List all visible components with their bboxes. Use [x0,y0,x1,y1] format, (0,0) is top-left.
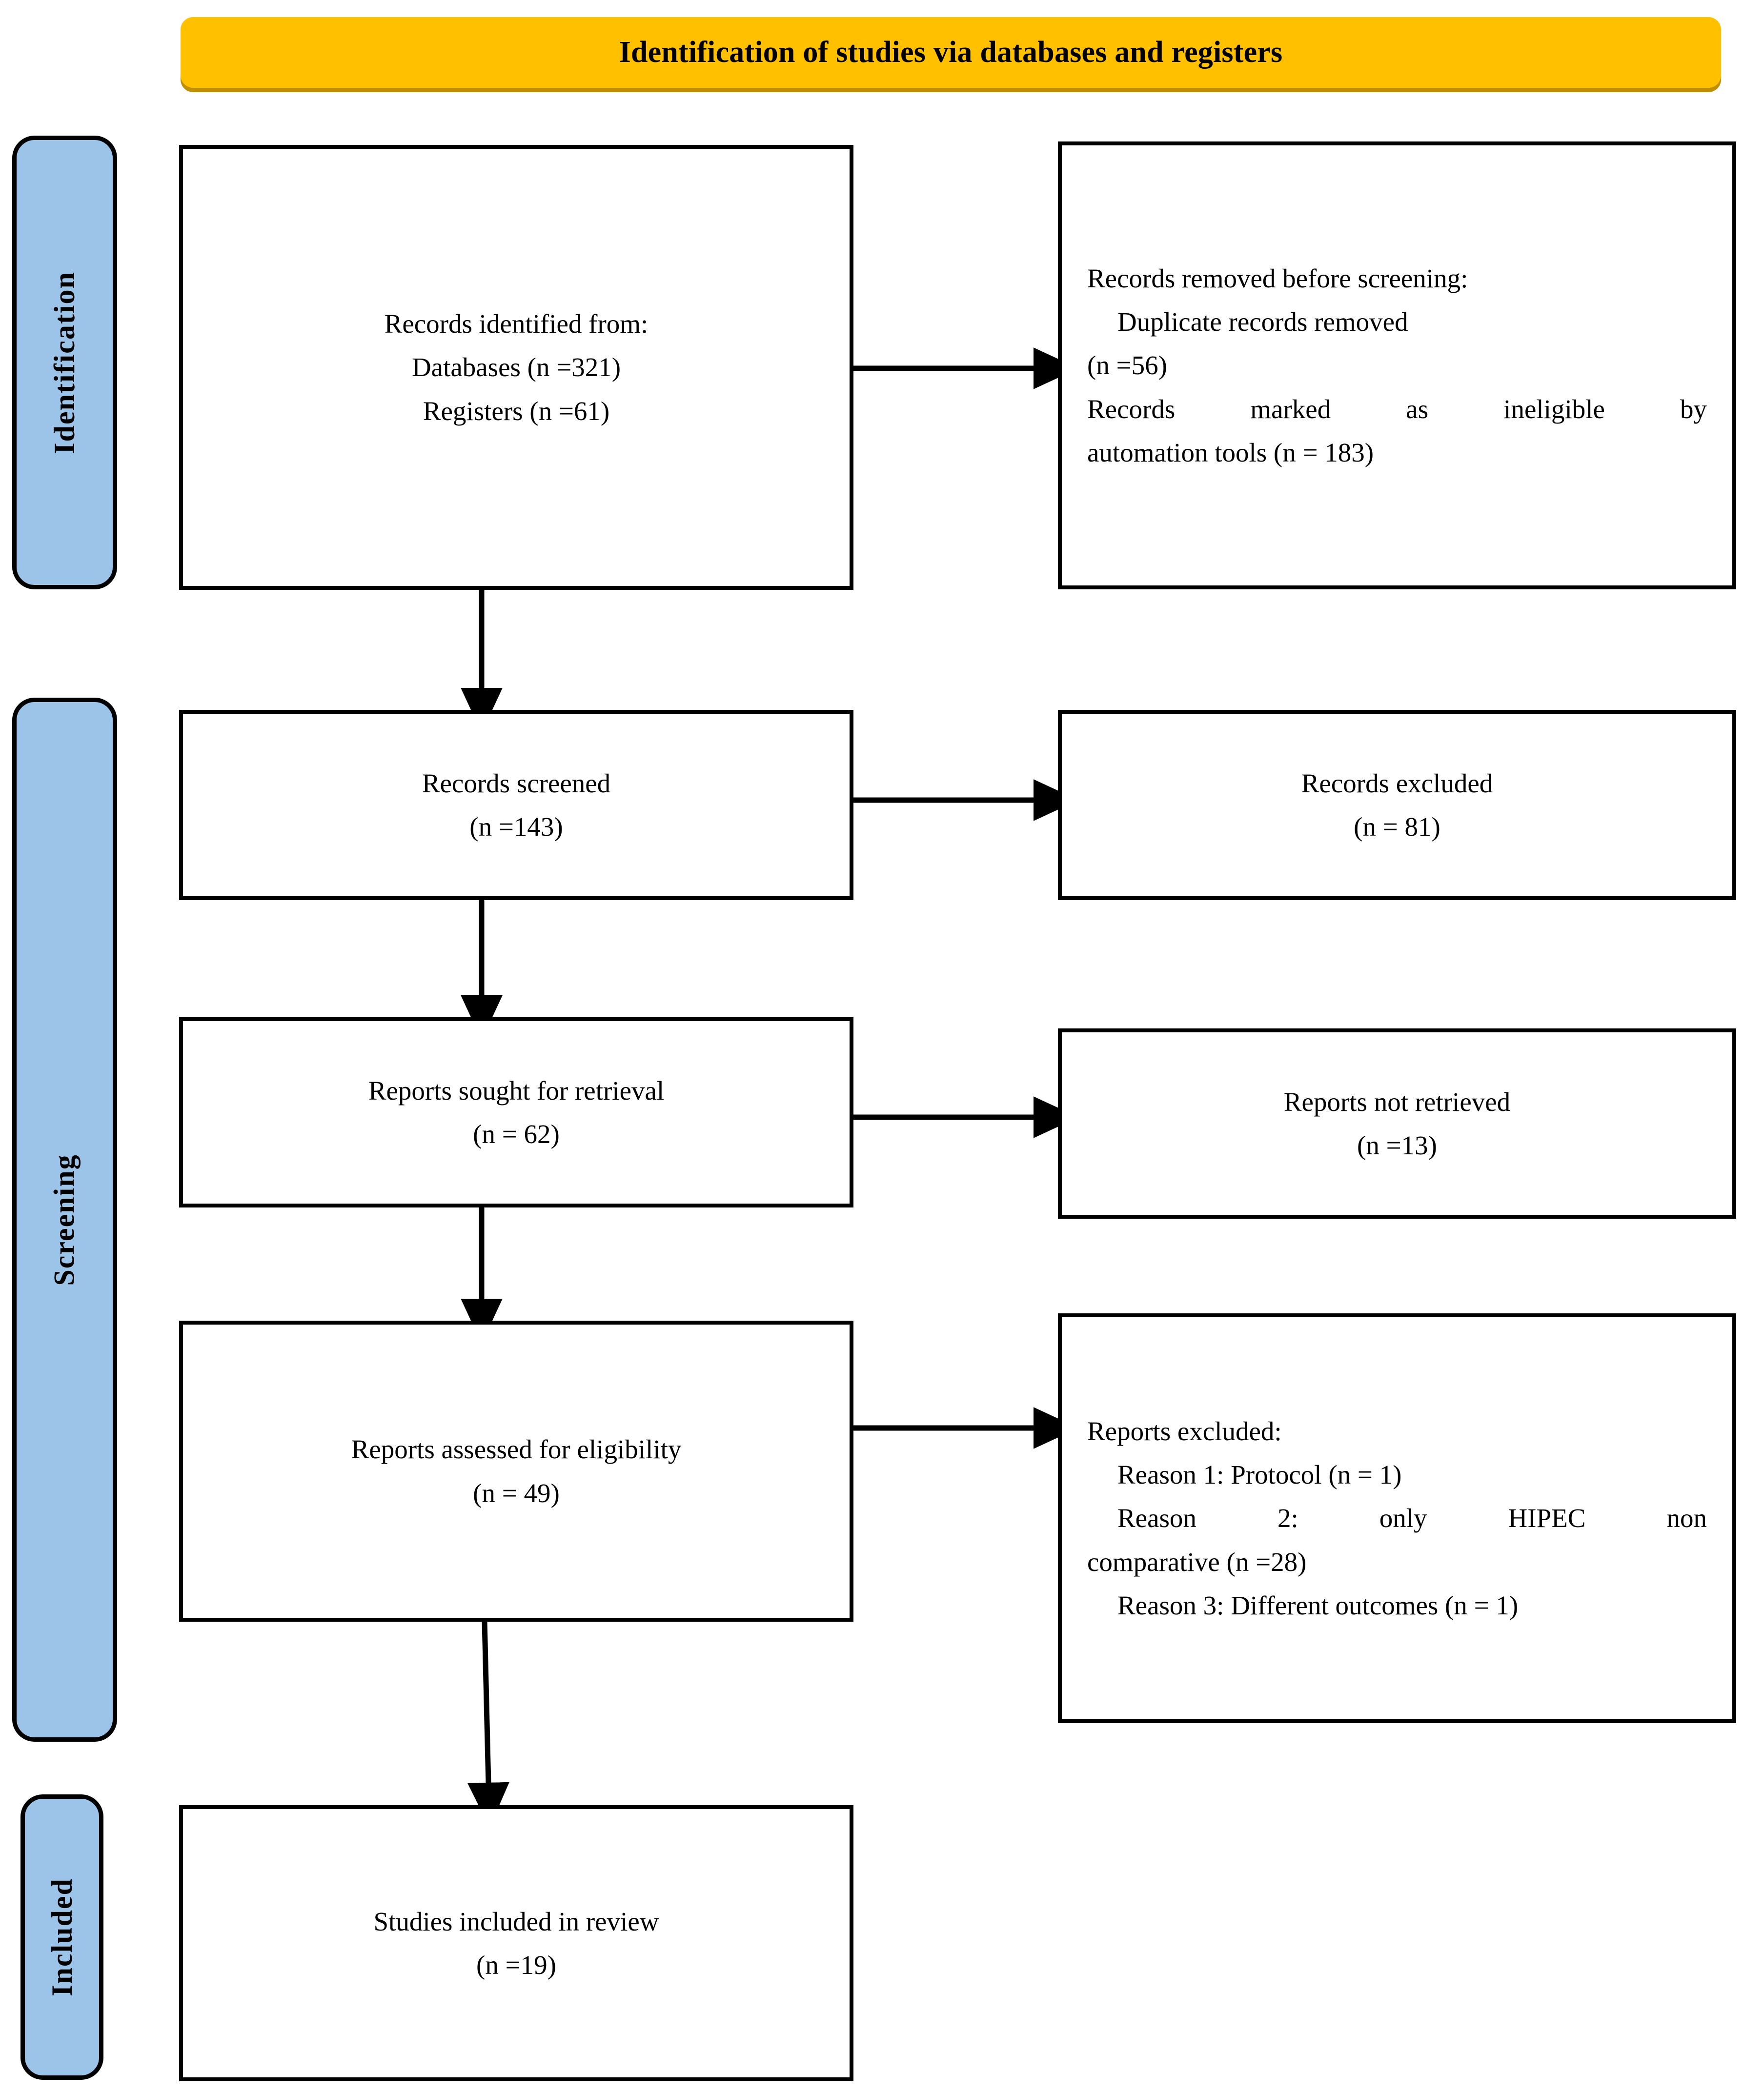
box-reports-not-retrieved: Reports not retrieved (n =13) [1058,1028,1736,1219]
box-records-excluded: Records excluded (n = 81) [1058,710,1736,900]
reports-eligibility-line-1: Reports assessed for eligibility [351,1434,682,1465]
records-identified-line-2: Databases (n =321) [411,352,621,382]
records-excluded-line-2: (n = 81) [1354,812,1440,842]
reports-not-retrieved-line-2: (n =13) [1357,1130,1437,1160]
records-removed-line-2: Duplicate records removed [1117,307,1408,337]
box-records-identified: Records identified from: Databases (n =3… [179,145,853,590]
reports-not-retrieved-line-1: Reports not retrieved [1283,1086,1511,1117]
box-records-removed: Records removed before screening: Duplic… [1058,141,1736,589]
records-removed-line-5: automation tools (n = 183) [1087,437,1374,467]
records-screened-line-1: Records screened [422,768,611,798]
box-reports-assessed-eligibility: Reports assessed for eligibility (n = 49… [179,1321,853,1622]
reports-excluded-reason-3: Reason 3: Different outcomes (n = 1) [1117,1590,1519,1620]
phase-tab-identification-label: Identification [48,271,81,454]
reports-excluded-reason-1: Reason 1: Protocol (n = 1) [1117,1460,1402,1490]
phase-tab-screening: Screening [12,698,117,1742]
box-reports-excluded: Reports excluded: Reason 1: Protocol (n … [1058,1313,1736,1723]
studies-included-line-1: Studies included in review [373,1906,659,1936]
reports-sought-line-1: Reports sought for retrieval [368,1075,665,1106]
records-excluded-line-1: Records excluded [1301,768,1493,798]
reports-excluded-reason-2b: comparative (n =28) [1087,1547,1307,1577]
box-reports-sought: Reports sought for retrieval (n = 62) [179,1017,853,1207]
records-removed-line-3: (n =56) [1087,350,1167,381]
phase-tab-screening-label: Screening [48,1153,81,1286]
box-records-screened: Records screened (n =143) [179,710,853,900]
records-removed-line-4: Records marked as ineligible by [1087,394,1707,424]
box-studies-included: Studies included in review (n =19) [179,1805,853,2081]
studies-included-line-2: (n =19) [476,1950,556,1980]
records-identified-line-3: Registers (n =61) [423,396,610,426]
reports-eligibility-line-2: (n = 49) [473,1478,560,1508]
records-identified-line-1: Records identified from: [384,309,649,339]
diagram-header-banner: Identification of studies via databases … [181,17,1721,88]
arrow-eligibility-to-included [467,1621,509,1828]
phase-tab-included: Included [20,1794,103,2080]
phase-tab-identification: Identification [12,136,117,589]
reports-sought-line-2: (n = 62) [473,1119,560,1149]
reports-excluded-reason-2a: Reason 2: only HIPEC non [1117,1503,1707,1533]
diagram-title: Identification of studies via databases … [619,36,1283,69]
reports-excluded-line-1: Reports excluded: [1087,1416,1282,1447]
phase-tab-included-label: Included [45,1878,78,1996]
records-screened-line-2: (n =143) [469,812,563,842]
records-removed-line-1: Records removed before screening: [1087,263,1468,294]
